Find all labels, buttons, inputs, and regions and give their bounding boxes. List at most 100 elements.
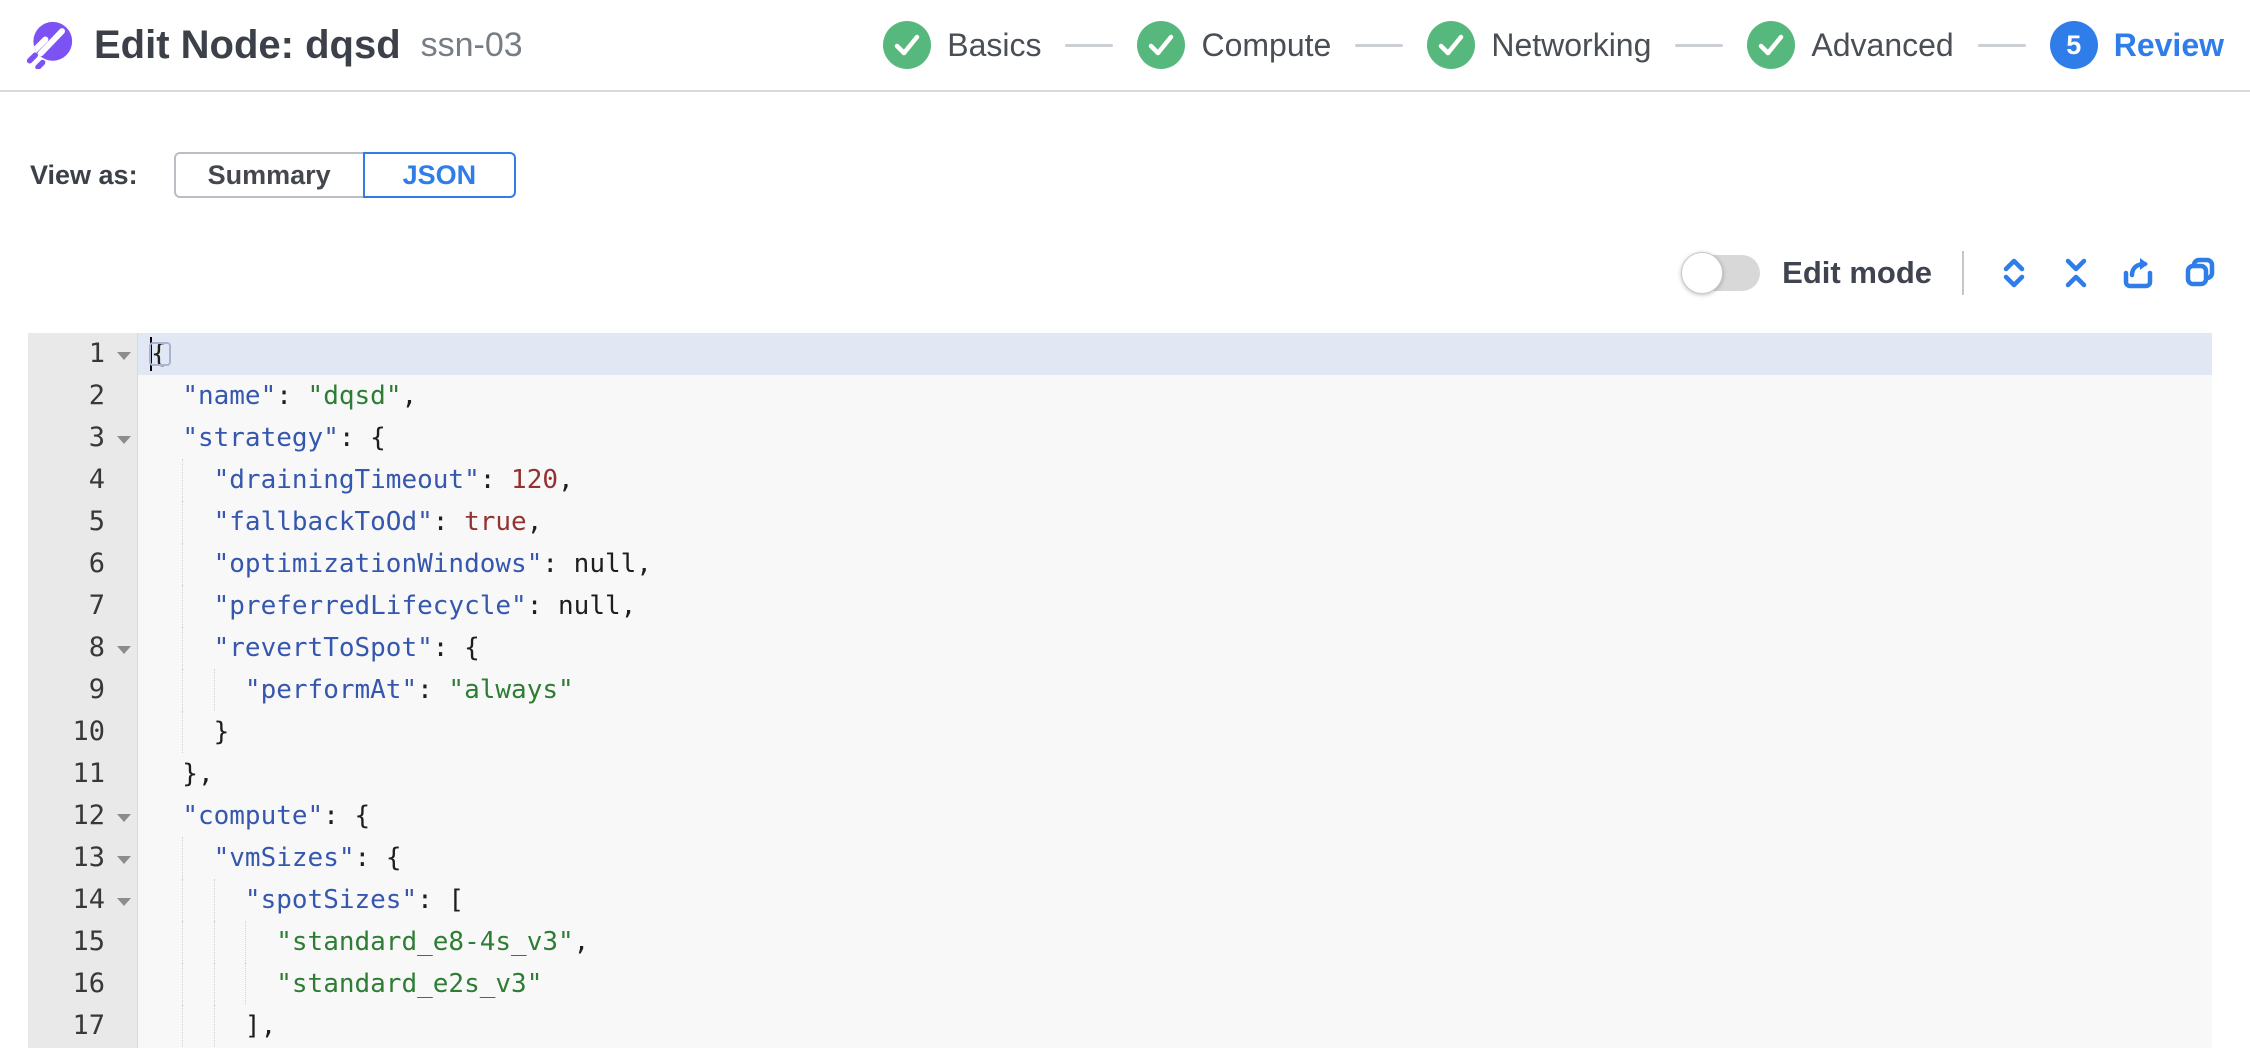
gutter-cell: 3 xyxy=(28,417,137,459)
indent-guide xyxy=(182,459,184,501)
step-connector xyxy=(1065,43,1114,47)
editor-toolbar: Edit mode xyxy=(1681,250,2220,296)
fold-toggle-icon[interactable] xyxy=(117,646,131,654)
indent-guide xyxy=(182,1005,184,1047)
indent-guide xyxy=(182,879,184,921)
json-text: : xyxy=(432,507,465,537)
fold-toggle-icon[interactable] xyxy=(117,352,131,360)
wizard-header: Edit Node: dqsd ssn-038 Basics Compute N… xyxy=(0,0,2250,92)
code-line[interactable]: "spotSizes": [ xyxy=(138,879,2212,921)
collapse-all-icon[interactable] xyxy=(2056,253,2096,293)
json-text: }, xyxy=(151,759,214,789)
indent-guide xyxy=(182,543,184,585)
json-key: "strategy" xyxy=(182,423,339,453)
wizard-stepper: Basics Compute Networking Advanced 5 Rev… xyxy=(883,21,2224,69)
json-text: ], xyxy=(151,1011,277,1041)
code-line[interactable]: "revertToSpot": { xyxy=(138,627,2212,669)
json-text: null xyxy=(573,549,637,579)
code-line[interactable]: "performAt": "always" xyxy=(138,669,2212,711)
json-key: "optimizationWindows" xyxy=(213,549,543,579)
json-text xyxy=(151,675,245,705)
code-line[interactable]: "strategy": { xyxy=(138,417,2212,459)
step-connector xyxy=(1977,43,2026,47)
indent-guide xyxy=(182,711,184,753)
gutter-cell: 2 xyxy=(88,380,105,411)
json-text: : xyxy=(542,549,574,579)
json-text: , xyxy=(573,927,590,957)
indent-guide xyxy=(182,963,184,1005)
node-id: ssn-038 xyxy=(420,25,521,64)
indent-guide xyxy=(182,921,184,963)
json-key: "revertToSpot" xyxy=(213,633,433,663)
json-string: "standard_e8-4s_v3" xyxy=(276,927,574,957)
code-line[interactable]: "drainingTimeout": 120, xyxy=(138,459,2212,501)
gutter-cell: 12 xyxy=(28,795,137,837)
json-text: } xyxy=(151,717,230,747)
json-key: "fallbackToOd" xyxy=(213,507,433,537)
json-key: "preferredLifecycle" xyxy=(213,591,527,621)
indent-guide xyxy=(182,837,184,879)
view-as-summary-button[interactable]: Summary xyxy=(173,152,363,198)
json-key: "spotSizes" xyxy=(244,885,418,915)
edit-mode-toggle[interactable] xyxy=(1681,252,1761,294)
indent-guide xyxy=(213,879,215,921)
expand-all-icon[interactable] xyxy=(1994,253,2034,293)
copy-icon[interactable] xyxy=(2180,253,2220,293)
json-text: , xyxy=(620,591,637,621)
json-text: : [ xyxy=(417,885,465,915)
code-line[interactable]: "name": "dqsd", xyxy=(138,375,2212,417)
code-line[interactable]: "fallbackToOd": true, xyxy=(138,501,2212,543)
step-complete-check-icon xyxy=(1427,21,1476,69)
code-line[interactable]: "standard_e2s_v3" xyxy=(138,963,2212,1005)
indent-guide xyxy=(182,627,184,669)
export-icon[interactable] xyxy=(2118,253,2158,293)
editor-code[interactable]: { "name": "dqsd", "strategy": { "drainin… xyxy=(138,333,2212,1048)
step-advanced[interactable]: Advanced xyxy=(1747,21,1954,69)
json-key: "performAt" xyxy=(244,675,418,705)
json-text: : xyxy=(417,675,449,705)
step-review[interactable]: 5 Review xyxy=(2049,21,2224,69)
code-line[interactable]: "compute": { xyxy=(138,795,2212,837)
fold-toggle-icon[interactable] xyxy=(117,898,131,906)
fold-toggle-icon[interactable] xyxy=(117,856,131,864)
code-line[interactable]: "preferredLifecycle": null, xyxy=(138,585,2212,627)
step-compute[interactable]: Compute xyxy=(1137,21,1331,69)
json-text: , xyxy=(558,465,574,495)
view-as-segmented-control: Summary JSON xyxy=(173,152,517,198)
step-label: Review xyxy=(2113,26,2224,63)
gutter-cell: 14 xyxy=(28,879,137,921)
spot-logo-icon xyxy=(26,21,73,69)
step-label: Networking xyxy=(1491,26,1652,63)
gutter-cell: 13 xyxy=(28,837,137,879)
json-text xyxy=(151,381,182,411)
json-text: , xyxy=(401,381,418,411)
step-label: Compute xyxy=(1201,26,1332,63)
code-line[interactable]: "vmSizes": { xyxy=(138,837,2212,879)
json-key: "drainingTimeout" xyxy=(213,465,480,495)
step-label: Advanced xyxy=(1811,26,1954,63)
step-number-badge: 5 xyxy=(2049,21,2098,69)
code-line[interactable]: } xyxy=(138,711,2212,753)
step-networking[interactable]: Networking xyxy=(1427,21,1651,69)
indent-guide xyxy=(182,585,184,627)
json-text xyxy=(151,423,182,453)
json-text: : { xyxy=(432,633,480,663)
fold-toggle-icon[interactable] xyxy=(117,814,131,822)
json-key: "compute" xyxy=(182,801,324,831)
step-basics[interactable]: Basics xyxy=(883,21,1041,69)
code-line[interactable]: "standard_e8-4s_v3", xyxy=(138,921,2212,963)
gutter-cell: 6 xyxy=(88,548,105,579)
view-as-json-button[interactable]: JSON xyxy=(362,152,517,198)
fold-toggle-icon[interactable] xyxy=(117,436,131,444)
code-line[interactable]: "optimizationWindows": null, xyxy=(138,543,2212,585)
code-line[interactable]: { xyxy=(138,333,2212,375)
code-line[interactable]: }, xyxy=(138,753,2212,795)
gutter-cell: 1 xyxy=(28,333,137,375)
indent-guide xyxy=(244,921,246,963)
json-string: "dqsd" xyxy=(307,381,402,411)
step-complete-check-icon xyxy=(883,21,932,69)
code-line[interactable]: ], xyxy=(138,1005,2212,1047)
view-as-row: View as: Summary JSON xyxy=(30,152,517,198)
